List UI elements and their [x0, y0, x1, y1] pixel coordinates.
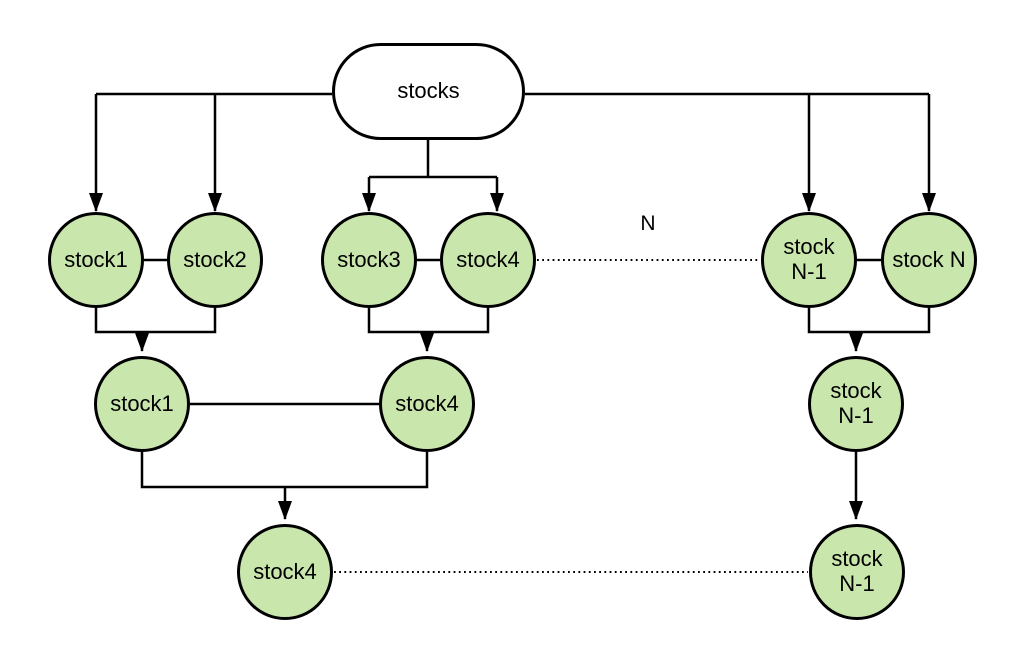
- node-label: stocks: [397, 78, 460, 104]
- edge-join-mid-row: [140, 452, 429, 489]
- n-count-annotation: N: [640, 212, 656, 235]
- node-label: stock N: [892, 246, 966, 272]
- node-label: stock4: [253, 558, 317, 584]
- node-label: stock2: [183, 246, 247, 272]
- node-top-stockN1[interactable]: stock N-1: [761, 212, 857, 308]
- node-label: stock N-1: [783, 234, 835, 284]
- node-label: stock1: [64, 246, 128, 272]
- node-label: stock1: [110, 390, 174, 416]
- node-top-stock2[interactable]: stock2: [167, 212, 263, 308]
- node-mid-stock1[interactable]: stock1: [94, 356, 190, 452]
- node-top-stockN[interactable]: stock N: [881, 212, 977, 308]
- edge-join-mid-pair: [367, 307, 490, 334]
- node-label: stock N-1: [830, 378, 882, 428]
- node-top-stock3[interactable]: stock3: [321, 212, 417, 308]
- edge-join-right-pair: [807, 307, 931, 334]
- node-bottom-stockN1[interactable]: stock N-1: [809, 524, 905, 620]
- node-root-stocks[interactable]: stocks: [332, 43, 525, 140]
- edge-join-left-pair: [94, 307, 217, 334]
- node-label: stock N-1: [831, 546, 883, 596]
- node-bottom-stock4[interactable]: stock4: [237, 524, 333, 620]
- node-top-stock4[interactable]: stock4: [440, 212, 536, 308]
- node-label: stock4: [395, 390, 459, 416]
- node-label: stock3: [337, 246, 401, 272]
- node-mid-stockN1[interactable]: stock N-1: [808, 356, 904, 452]
- node-label: stock4: [456, 246, 520, 272]
- node-mid-stock4[interactable]: stock4: [379, 356, 475, 452]
- node-top-stock1[interactable]: stock1: [48, 212, 144, 308]
